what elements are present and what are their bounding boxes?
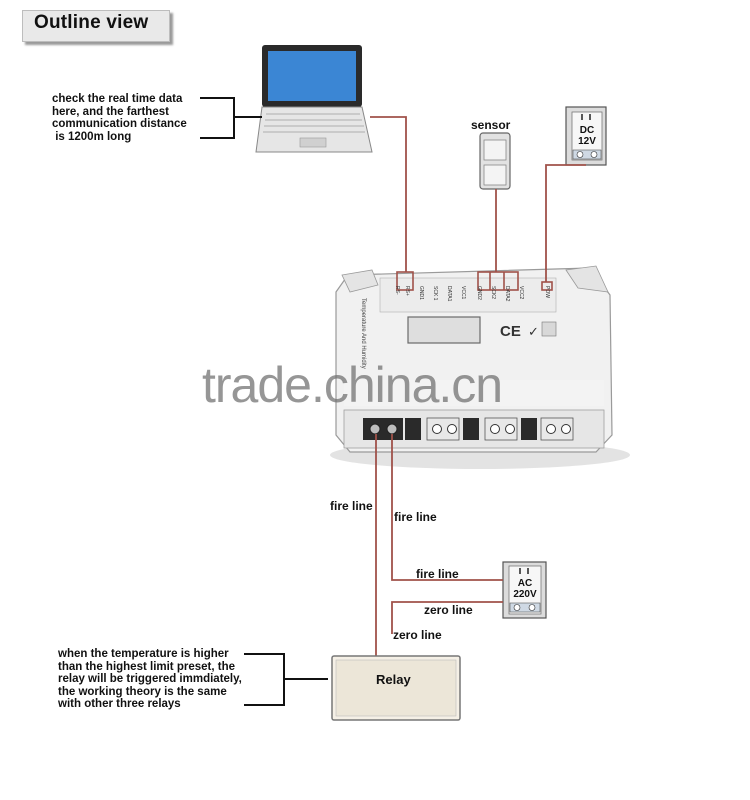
- sensor-label: sensor: [471, 118, 511, 132]
- wire-label-fire-line-2: fire line: [394, 510, 437, 524]
- dc-power-voltage: 12V: [578, 136, 596, 147]
- dc-power-label: DC 12V: [572, 125, 602, 147]
- port-label-sck2: SCK2: [490, 286, 496, 300]
- laptop-note: check the real time data here, and the f…: [52, 93, 187, 143]
- terminal-block-1: [363, 418, 403, 440]
- wire-label-zero-line-2: zero line: [393, 628, 442, 642]
- page-title: Outline view: [34, 12, 149, 33]
- wires: [370, 116, 586, 658]
- dc-power-supply-icon: [565, 106, 607, 166]
- port-label-gnd1: GND1: [418, 286, 424, 300]
- check-mark-icon: ✓: [528, 324, 539, 339]
- ac-power-supply-icon: [502, 561, 547, 619]
- terminal-block-2: [405, 417, 460, 441]
- ac-power-voltage: 220V: [513, 589, 537, 600]
- ac-power-label: AC 220V: [509, 578, 541, 600]
- wire-label-fire-line-1: fire line: [330, 499, 373, 513]
- port-label-rs-minus: RS-: [394, 286, 400, 295]
- ac-power-type: AC: [517, 578, 533, 589]
- sensor-icon: [479, 132, 511, 190]
- relay-label: Relay: [376, 672, 411, 687]
- ce-mark: CE: [500, 323, 521, 340]
- port-label-gnd2: GND2: [476, 286, 482, 300]
- wire-label-zero-line-1: zero line: [424, 603, 473, 617]
- relay-note: when the temperature is higher than the …: [58, 648, 242, 710]
- watermark: trade.china.cn: [202, 357, 503, 413]
- terminal-block-4: [521, 417, 574, 441]
- relay-icon: [331, 655, 461, 721]
- wire-label-fire-line-3: fire line: [416, 567, 459, 581]
- port-label-vcc1: VCC1: [460, 286, 466, 300]
- port-label-rs-plus: RS+: [404, 286, 410, 296]
- annotation-brackets: [200, 97, 328, 706]
- port-label-pow: POW: [544, 286, 550, 298]
- certification-marks: CE ✓: [500, 321, 557, 340]
- port-brackets: [396, 271, 553, 291]
- laptop-icon: [255, 45, 373, 153]
- port-label-data2: DATA2: [504, 286, 510, 302]
- terminal-block-3: [463, 417, 518, 441]
- port-label-data1: DATA1: [446, 286, 452, 302]
- port-label-sck1: SCK 1: [432, 286, 438, 301]
- port-label-vcc2: VCC2: [518, 286, 524, 300]
- dc-power-type: DC: [579, 125, 595, 136]
- title-panel: [22, 10, 170, 42]
